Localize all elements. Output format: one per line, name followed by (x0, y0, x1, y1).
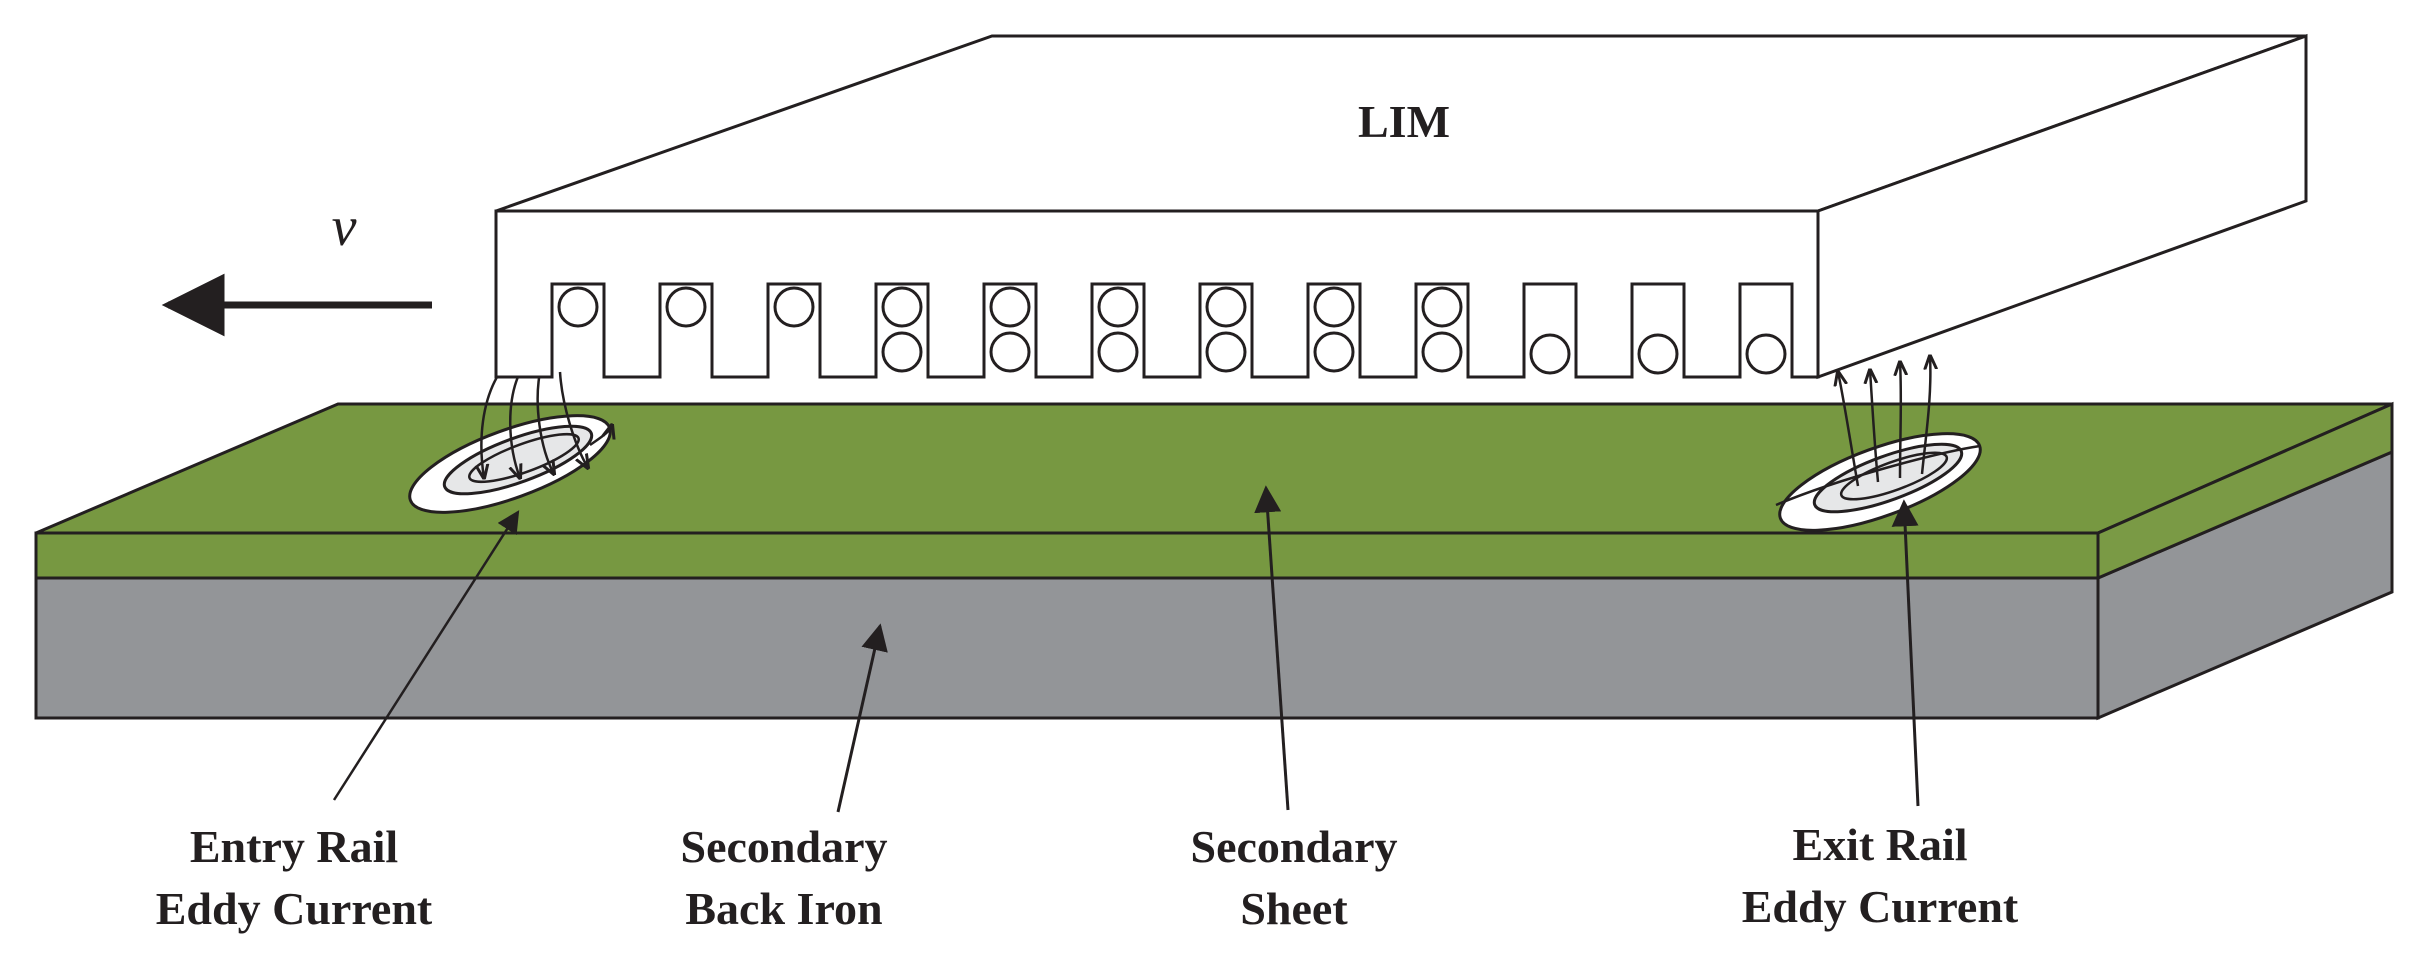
slot-conductor-9-2 (1421, 331, 1463, 373)
slot-conductor-4-1 (881, 286, 923, 328)
caption-entry: Entry Rail Eddy Current (156, 821, 433, 934)
slot-conductors (557, 286, 1787, 375)
slot-conductor-3-1 (773, 286, 815, 328)
slot-conductor-4-2 (881, 331, 923, 373)
caption-back-iron-line2: Back Iron (685, 883, 882, 934)
caption-sheet-line1: Secondary (1191, 821, 1398, 872)
caption-exit: Exit Rail Eddy Current (1742, 819, 2019, 932)
slot-conductor-10-1 (1529, 333, 1571, 375)
back-iron-leader (836, 623, 888, 813)
slot-conductor-2-1 (665, 286, 707, 328)
caption-exit-line1: Exit Rail (1792, 819, 1967, 870)
entry-leader (332, 510, 520, 801)
sheet-leader (1254, 485, 1290, 811)
caption-exit-line2: Eddy Current (1742, 881, 2019, 932)
entry-eddy-current (408, 371, 621, 514)
caption-entry-line2: Eddy Current (156, 883, 433, 934)
back-iron-front-face (34, 576, 2100, 720)
slot-conductor-11-1 (1637, 333, 1679, 375)
secondary-sheet-side-edge (2096, 401, 2394, 581)
caption-back-iron: Secondary Back Iron (681, 821, 888, 934)
exit-leader (1891, 499, 1920, 807)
caption-entry-line1: Entry Rail (190, 821, 398, 872)
slot-conductor-1-1 (557, 286, 599, 328)
slot-conductor-7-2 (1205, 331, 1247, 373)
secondary-sheet-front-edge (34, 531, 2100, 580)
secondary-assembly (34, 401, 2394, 721)
velocity-indicator: v (161, 196, 432, 337)
velocity-label: v (332, 196, 357, 258)
slot-conductor-9-1 (1421, 286, 1463, 328)
lim-label: LIM (1358, 96, 1450, 147)
slot-conductor-5-1 (989, 286, 1031, 328)
lim-front-face (494, 209, 1820, 379)
caption-sheet-line2: Sheet (1240, 883, 1348, 934)
slot-conductor-12-1 (1745, 333, 1787, 375)
slot-conductor-6-1 (1097, 286, 1139, 328)
lim-body (494, 33, 2308, 380)
slot-conductor-7-1 (1205, 286, 1247, 328)
caption-back-iron-line1: Secondary (681, 821, 888, 872)
slot-conductor-6-2 (1097, 331, 1139, 373)
slot-conductor-5-2 (989, 331, 1031, 373)
caption-sheet: Secondary Sheet (1191, 821, 1398, 934)
slot-conductor-8-1 (1313, 286, 1355, 328)
exit-eddy-current (1775, 356, 1982, 532)
leader-lines (332, 485, 1920, 813)
slot-conductor-8-2 (1313, 331, 1355, 373)
secondary-sheet-top (35, 402, 2393, 535)
